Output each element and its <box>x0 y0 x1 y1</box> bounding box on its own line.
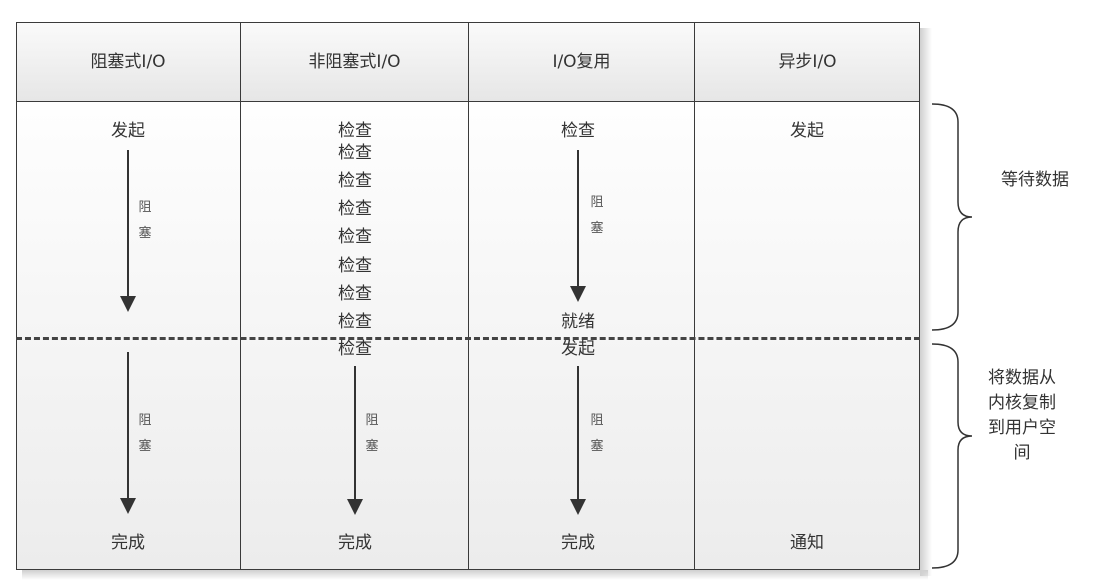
nonblocking-check-label: 检查 <box>338 227 372 247</box>
header-async-io: 异步I/O <box>778 52 837 72</box>
multiplex-copy-arrow <box>570 366 586 515</box>
header-nonblocking-io: 非阻塞式I/O <box>308 52 401 72</box>
nonblocking-check-label: 检查 <box>338 339 372 359</box>
nonblocking-check-label: 检查 <box>338 256 372 276</box>
blocking-copy-arrow <box>120 352 136 514</box>
multiplex-copy-label: 阻塞 <box>590 413 604 454</box>
nonblocking-check-label: 检查 <box>338 121 372 141</box>
blocking-copy-label: 阻塞 <box>138 413 152 454</box>
multiplex-copy-start-label: 发起 <box>561 339 595 359</box>
copy-phase-brace <box>931 343 973 569</box>
multiplex-check-label: 检查 <box>561 121 595 141</box>
multiplex-wait-arrow <box>570 150 586 302</box>
phase-divider-dashed <box>16 337 920 340</box>
copy-phase-label: 将数据从内核复制到用户空间 <box>988 368 1056 463</box>
nonblocking-check-label: 检查 <box>338 143 372 163</box>
multiplex-end-label: 完成 <box>561 533 595 553</box>
column-divider-2 <box>468 22 469 570</box>
blocking-wait-arrow <box>120 150 136 312</box>
blocking-start-label: 发起 <box>111 121 145 141</box>
table-shadow-right <box>920 28 932 576</box>
blocking-end-label: 完成 <box>111 533 145 553</box>
nonblocking-check-label: 检查 <box>338 199 372 219</box>
nonblocking-copy-label: 阻塞 <box>365 413 379 454</box>
async-notify-label: 通知 <box>790 533 824 553</box>
blocking-wait-label: 阻塞 <box>138 200 152 241</box>
async-start-label: 发起 <box>790 121 824 141</box>
wait-phase-label: 等待数据 <box>1001 170 1069 190</box>
nonblocking-check-label: 检查 <box>338 312 372 332</box>
header-io-multiplexing: I/O复用 <box>552 52 611 72</box>
header-blocking-io: 阻塞式I/O <box>90 52 166 72</box>
multiplex-ready-label: 就绪 <box>561 312 595 332</box>
nonblocking-check-label: 检查 <box>338 284 372 304</box>
column-divider-3 <box>694 22 695 570</box>
nonblocking-copy-arrow <box>347 366 363 515</box>
column-divider-1 <box>240 22 241 570</box>
nonblocking-end-label: 完成 <box>338 533 372 553</box>
wait-phase-brace <box>931 103 973 331</box>
nonblocking-check-label: 检查 <box>338 171 372 191</box>
table-shadow-bottom <box>22 570 928 580</box>
multiplex-wait-label: 阻塞 <box>590 195 604 236</box>
